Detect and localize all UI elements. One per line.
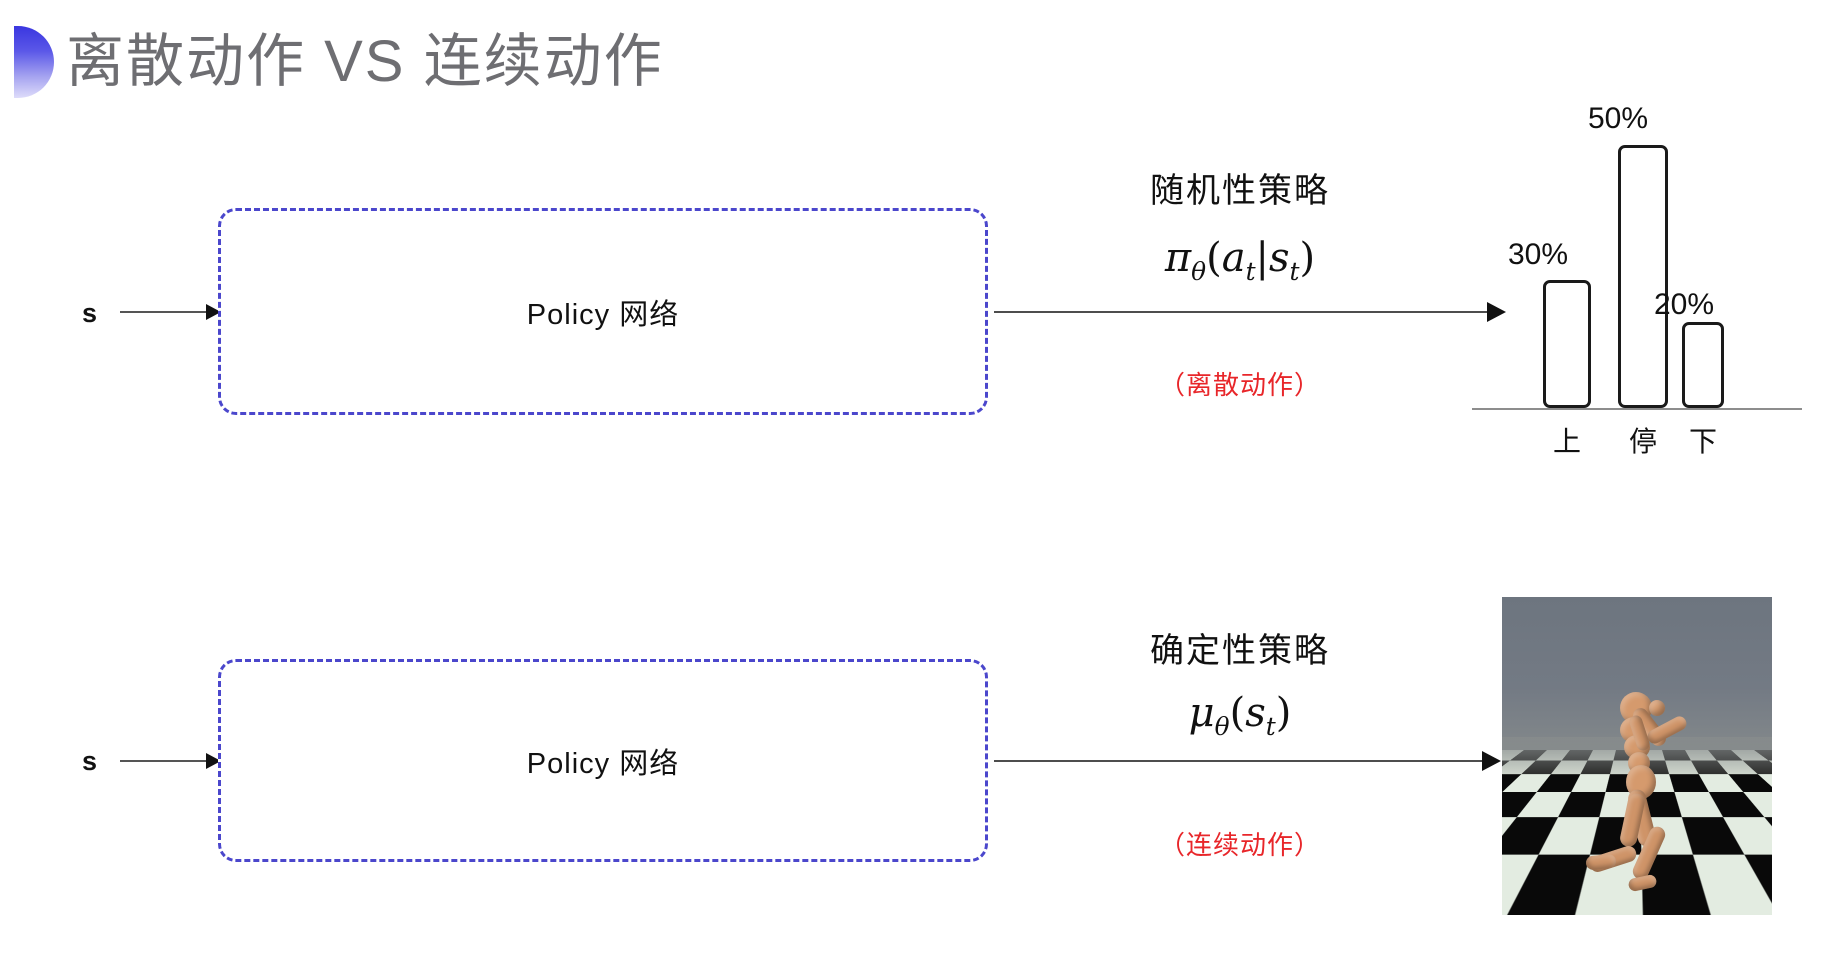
continuous-action-note: （连续动作） xyxy=(1158,830,1321,860)
state-input-arrow-bottom xyxy=(120,753,221,769)
policy-output-arrow-bottom xyxy=(994,751,1501,771)
bar-value-1: 50% xyxy=(1587,102,1649,135)
formula-arg-action-sub: t xyxy=(1245,257,1256,286)
state-input-arrow-top xyxy=(120,304,221,320)
formula-symbol-pi: π xyxy=(1164,235,1192,281)
stochastic-policy-title: 随机性策略 xyxy=(1150,172,1330,210)
bar-category-2: 下 xyxy=(1688,426,1717,457)
state-input-label-top: s xyxy=(82,298,98,328)
formula-arg-state-2: s xyxy=(1245,690,1266,736)
formula-open-paren: ( xyxy=(1206,235,1222,281)
bar-2 xyxy=(1682,322,1724,408)
bar-category-1: 停 xyxy=(1628,426,1657,457)
stochastic-policy-formula: πθ(at|st) xyxy=(1090,235,1390,286)
title-bullet-icon xyxy=(14,26,54,98)
policy-output-arrow-top xyxy=(994,302,1506,322)
deterministic-policy-title: 确定性策略 xyxy=(1150,632,1330,670)
formula-subscript-theta: θ xyxy=(1191,257,1207,286)
action-probability-chart: 30% 上 50% 停 20% 下 xyxy=(1472,102,1812,457)
bar-0 xyxy=(1543,280,1591,408)
policy-network-box-top[interactable]: Policy 网络 xyxy=(218,208,988,415)
formula-arg-state-sub-2: t xyxy=(1265,712,1276,741)
page-title: 离散动作 VS 连续动作 xyxy=(66,29,664,94)
formula-symbol-mu: μ xyxy=(1188,690,1215,736)
formula-arg-state: s xyxy=(1269,235,1290,281)
policy-network-box-bottom[interactable]: Policy 网络 xyxy=(218,659,988,862)
formula-arg-action: a xyxy=(1221,235,1246,281)
formula-conditional-bar: | xyxy=(1255,235,1270,281)
formula-close-paren-2: ) xyxy=(1275,690,1292,736)
bar-1 xyxy=(1618,145,1668,408)
formula-arg-state-sub: t xyxy=(1289,257,1300,286)
discrete-action-note: （离散动作） xyxy=(1158,370,1321,400)
bar-category-0: 上 xyxy=(1552,426,1581,457)
formula-subscript-theta-2: θ xyxy=(1214,712,1230,741)
deterministic-policy-formula: μθ(st) xyxy=(1090,690,1390,741)
bar-value-2: 20% xyxy=(1653,288,1715,321)
policy-network-label-top: Policy 网络 xyxy=(526,298,680,331)
humanoid-simulation-image xyxy=(1502,597,1772,915)
formula-close-paren: ) xyxy=(1299,235,1316,281)
policy-network-label-bottom: Policy 网络 xyxy=(526,747,680,780)
formula-open-paren-2: ( xyxy=(1229,690,1246,736)
state-input-label-bottom: s xyxy=(82,746,98,776)
humanoid-hand-right xyxy=(1649,700,1665,716)
bar-value-0: 30% xyxy=(1507,238,1569,271)
chart-baseline-axis xyxy=(1472,408,1802,410)
